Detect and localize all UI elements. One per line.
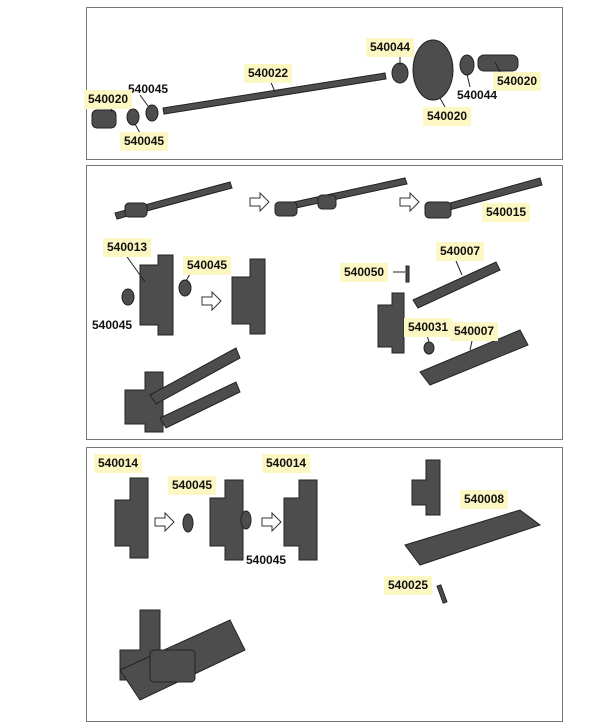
part-label: 540014	[94, 454, 143, 473]
part-label: 540044	[366, 38, 415, 57]
arrow-icons	[154, 191, 420, 533]
rear-hub	[114, 477, 149, 559]
arrow-right-icon	[249, 191, 270, 213]
part-label: 540020	[423, 107, 472, 126]
arrow-right-icon	[201, 290, 222, 312]
part-label: 540025	[384, 576, 433, 595]
arrow-right-icon	[154, 511, 175, 533]
part-label: 540015	[482, 203, 531, 222]
part-label: 540045	[128, 82, 169, 96]
spur-gear	[412, 39, 454, 101]
arrow-right-icon	[399, 191, 420, 213]
part-label: 540045	[92, 318, 133, 332]
steering-knuckle	[139, 254, 174, 336]
arrow-right-icon	[261, 511, 282, 533]
part-label: 540007	[450, 322, 499, 341]
bearing	[126, 108, 140, 126]
rear-arm	[404, 509, 542, 566]
part-label: 540050	[340, 263, 389, 282]
pinion-gear-left	[91, 109, 117, 129]
part-label: 540020	[84, 90, 133, 109]
part-label: 540044	[457, 88, 498, 102]
part-label: 540045	[120, 132, 169, 151]
pinion-gear-right	[477, 54, 519, 72]
bearing	[391, 62, 409, 84]
part-label: 540045	[183, 256, 232, 275]
bearing	[459, 54, 475, 76]
part-label: 540045	[168, 476, 217, 495]
part-label: 540022	[244, 64, 293, 83]
part-label: 540013	[103, 238, 152, 257]
part-label: 540020	[493, 72, 542, 91]
bearing	[145, 104, 159, 122]
lower-arm	[419, 329, 529, 386]
part-label: 540007	[436, 242, 485, 261]
upper-arm	[412, 261, 501, 309]
part-label: 540045	[246, 553, 287, 567]
part-label: 540014	[262, 454, 311, 473]
shaft-540022	[162, 72, 387, 115]
part-label: 540008	[460, 490, 509, 509]
part-label: 540031	[404, 318, 453, 337]
